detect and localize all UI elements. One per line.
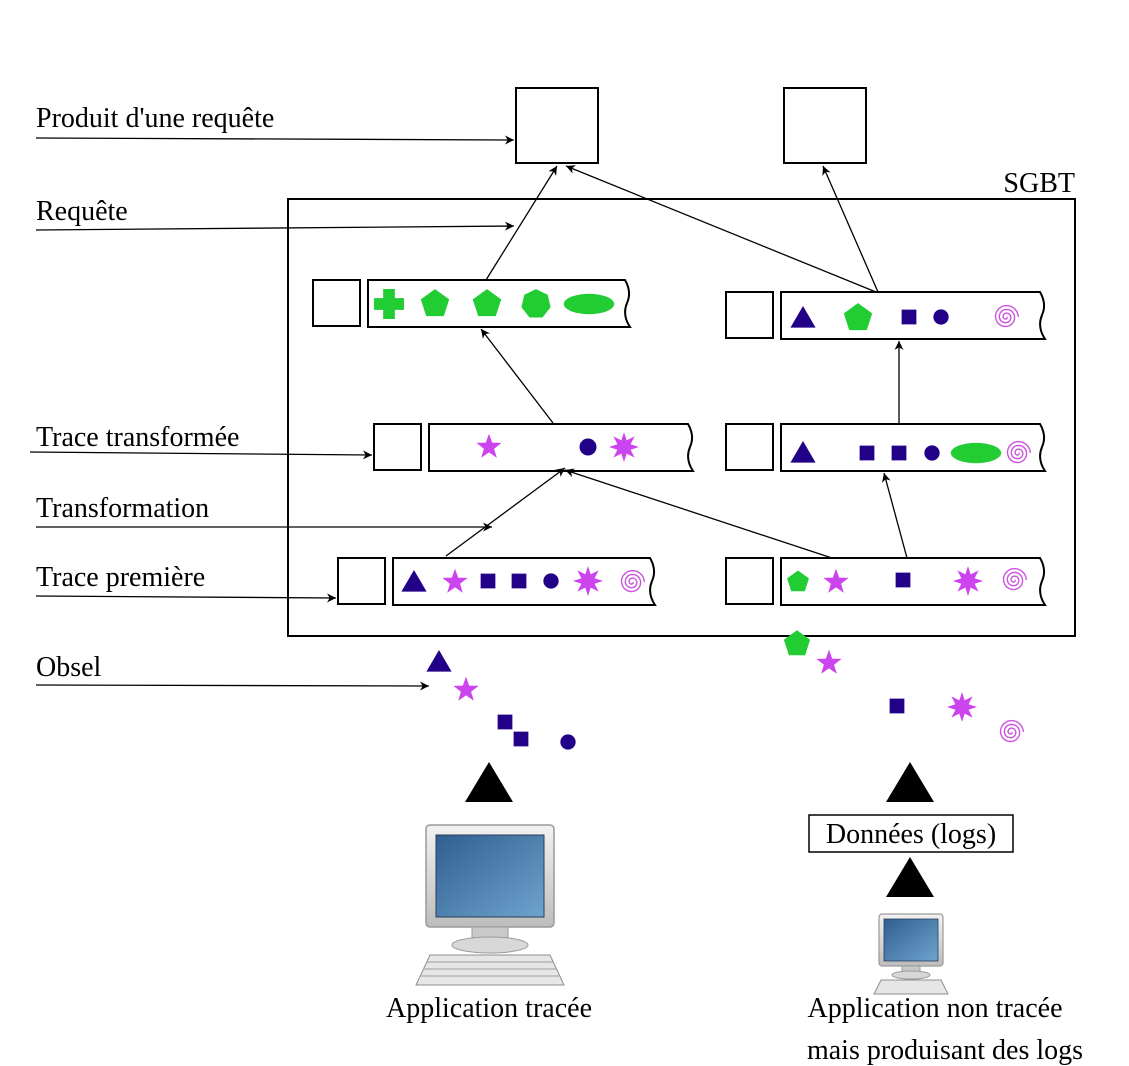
model-box-left-transformed xyxy=(373,423,422,471)
app-logs-label-line1: Application non tracée xyxy=(807,993,1062,1024)
square-obsel-icon xyxy=(891,445,907,461)
arrow-right-primary-to-left-transformed xyxy=(564,468,833,559)
label-obsel: Obsel xyxy=(36,652,102,683)
burst-obsel-icon xyxy=(573,566,603,596)
logs-data-label: Données (logs) xyxy=(826,819,996,850)
query-product-box-left xyxy=(515,87,599,164)
pointer-requete xyxy=(35,221,515,231)
sgbt-label: SGBT xyxy=(1003,168,1075,199)
label-transformation: Transformation xyxy=(36,493,209,524)
trace-tape-left-transformed xyxy=(428,423,695,472)
square-obsel-icon xyxy=(901,309,917,325)
square-obsel-icon xyxy=(895,572,911,588)
circle-obsel-icon xyxy=(543,573,559,589)
model-box-right-primary xyxy=(725,557,774,605)
square-obsel-icon xyxy=(859,445,875,461)
star-obsel-icon xyxy=(476,433,502,458)
model-box-right-query xyxy=(725,291,774,339)
label-pointers xyxy=(29,135,515,691)
trace-tape-right-transformed xyxy=(780,423,1047,472)
spiral-obsel-icon xyxy=(994,304,1020,328)
star-obsel-icon xyxy=(453,676,479,701)
ellipse-obsel-icon xyxy=(950,442,1002,464)
arrow-left-primary-to-transformed xyxy=(445,467,566,557)
star-obsel-icon xyxy=(816,649,842,674)
arrow-left-query-to-product xyxy=(485,165,558,281)
computer-icon-small xyxy=(873,913,949,995)
spiral-obsel-icon xyxy=(999,719,1025,743)
spiral-obsel-icon xyxy=(620,569,646,593)
flow-arrow-left xyxy=(465,762,513,802)
circle-obsel-icon xyxy=(933,309,949,325)
pentagon-obsel-icon xyxy=(783,630,811,656)
square-obsel-icon xyxy=(511,573,527,589)
transformation-arrows xyxy=(445,165,908,559)
trace-tape-right-primary xyxy=(780,557,1047,606)
computer-icon-large xyxy=(415,824,565,986)
pointer-trace-transformee xyxy=(29,450,373,460)
app-traced-label: Application tracée xyxy=(386,993,592,1024)
circle-obsel-icon xyxy=(579,438,597,456)
pentagon-obsel-icon xyxy=(843,303,873,331)
pointer-produit xyxy=(35,135,515,145)
circle-obsel-icon xyxy=(560,734,576,750)
trace-rows xyxy=(312,279,1047,606)
ellipse-obsel-icon xyxy=(563,293,615,315)
flow-arrows xyxy=(465,762,934,897)
label-trace-premiere: Trace première xyxy=(36,562,205,593)
logs-data-box xyxy=(808,814,1014,853)
pentagon-obsel-icon xyxy=(787,570,809,592)
label-produit: Produit d'une requête xyxy=(36,103,274,134)
triangle-obsel-icon xyxy=(401,570,427,592)
triangle-obsel-icon xyxy=(790,441,816,463)
pentagon-obsel-icon xyxy=(472,289,502,317)
burst-obsel-icon xyxy=(953,566,983,596)
burst-obsel-icon xyxy=(609,432,639,462)
square-obsel-icon xyxy=(889,698,905,714)
star-obsel-icon xyxy=(823,568,849,593)
flow-arrow-right-top xyxy=(886,762,934,802)
model-box-right-transformed xyxy=(725,423,774,471)
obsel-symbols xyxy=(374,289,1031,750)
spiral-obsel-icon xyxy=(1002,567,1027,591)
square-obsel-icon xyxy=(513,731,529,747)
sgbt-container xyxy=(287,198,1076,637)
arrow-left-transformed-to-query xyxy=(480,328,554,424)
triangle-obsel-icon xyxy=(426,650,452,672)
pointer-trace-premiere xyxy=(35,593,337,603)
heptagon-obsel-icon xyxy=(521,289,551,318)
square-obsel-icon xyxy=(480,573,496,589)
circle-obsel-icon xyxy=(924,445,940,461)
arrow-right-query-to-right-product xyxy=(822,165,879,293)
triangle-obsel-icon xyxy=(790,306,816,328)
label-trace-transformee: Trace transformée xyxy=(36,422,239,453)
cross-obsel-icon xyxy=(374,289,404,319)
model-box-left-query xyxy=(312,279,361,327)
star-obsel-icon xyxy=(442,568,468,593)
square-obsel-icon xyxy=(497,714,513,730)
arrow-right-query-to-left-product xyxy=(565,165,877,293)
query-product-box-right xyxy=(783,87,867,164)
model-box-left-primary xyxy=(337,557,386,605)
pointer-obsel xyxy=(35,681,430,691)
flow-arrow-right-bottom xyxy=(886,857,934,897)
pentagon-obsel-icon xyxy=(420,289,450,317)
burst-obsel-icon xyxy=(947,692,977,722)
label-requete: Requête xyxy=(36,196,128,227)
arrow-right-primary-to-transformed xyxy=(882,472,908,559)
spiral-obsel-icon xyxy=(1006,440,1031,464)
app-logs-label-line2: mais produisant des logs xyxy=(807,1035,1083,1066)
